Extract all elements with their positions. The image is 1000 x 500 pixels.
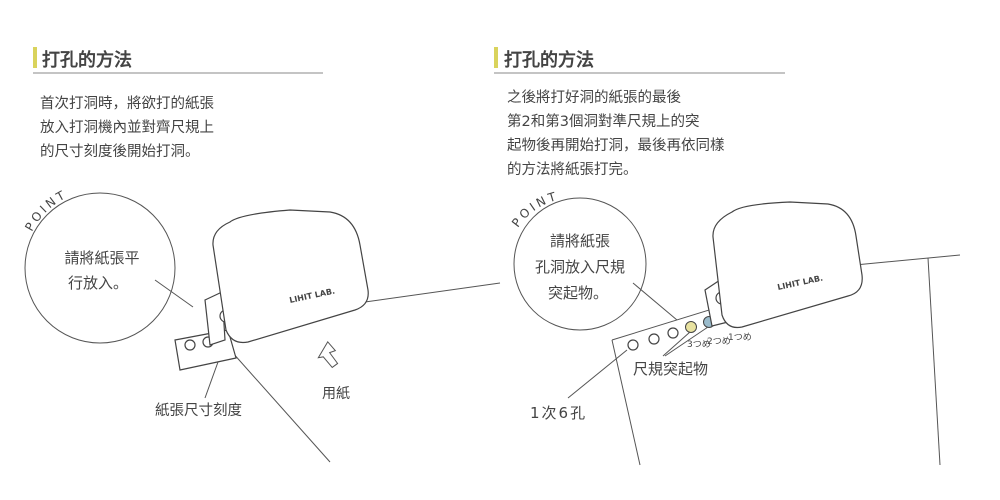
- ruler-protrusion: [685, 321, 697, 333]
- right-title: 打孔的方法: [504, 49, 594, 71]
- point-label: POINT: [509, 189, 560, 230]
- paper-edge: [231, 351, 331, 463]
- right-text-line: 之後將打好洞的紙張的最後: [507, 89, 681, 106]
- point-circle: [24, 192, 176, 344]
- point-text: 請將紙張: [550, 232, 610, 250]
- mark-3: 3つめ: [687, 339, 711, 350]
- paper-edge: [364, 282, 501, 303]
- leader-line: [567, 349, 628, 399]
- arrow-icon: [317, 340, 339, 369]
- mark-2: 2つめ: [707, 336, 731, 347]
- point-text: 請將紙張平: [64, 249, 139, 267]
- left-text-line: 的尺寸刻度後開始打洞。: [40, 143, 200, 160]
- device-body: [212, 209, 369, 344]
- point-text: 突起物。: [548, 284, 608, 302]
- hole-punch-device: LIHIT LAB.: [174, 209, 501, 463]
- right-panel: 打孔的方法 之後將打好洞的紙張的最後 第2和第3個洞對準尺規上的突 起物後再開始…: [494, 47, 961, 466]
- mark-1: 1つめ: [728, 332, 752, 343]
- leader-line: [154, 279, 194, 308]
- label-scale: 紙張尺寸刻度: [155, 402, 242, 419]
- left-panel: 打孔的方法 首次打洞時，將欲打的紙張 放入打洞機內並對齊尺規上 的尺寸刻度後開始…: [22, 47, 501, 463]
- title-accent-bar: [33, 47, 37, 68]
- left-text-line: 首次打洞時，將欲打的紙張: [40, 95, 214, 112]
- left-title: 打孔的方法: [42, 49, 132, 71]
- paper-hole: [648, 333, 660, 345]
- device-body: [712, 201, 863, 329]
- label-protrusion: 尺規突起物: [633, 360, 708, 378]
- leader-line: [204, 361, 219, 399]
- point-text: 孔洞放入尺規: [535, 258, 625, 276]
- paper-hole: [627, 339, 639, 351]
- paper-hole: [667, 327, 679, 339]
- point-circle: [513, 197, 647, 331]
- leader-line: [662, 331, 691, 357]
- left-text-line: 放入打洞機內並對齊尺規上: [40, 118, 214, 136]
- leader-line: [664, 326, 709, 357]
- label-holes: 1次6孔: [530, 404, 587, 422]
- label-paper: 用紙: [322, 386, 350, 402]
- point-label: POINT: [22, 187, 69, 234]
- title-accent-bar: [494, 47, 498, 68]
- hole-punch-device: LIHIT LAB. 3つめ 2つめ 1つめ: [611, 201, 961, 466]
- ruler-guide: [174, 329, 237, 371]
- right-text-line: 第2和第3個洞對準尺規上的突: [507, 112, 699, 130]
- leader-line: [632, 282, 678, 321]
- point-text: 行放入。: [68, 274, 128, 292]
- right-text-line: 起物後再開始打洞，最後再依同樣: [507, 137, 725, 154]
- right-text-line: 的方法將紙張打完。: [507, 161, 638, 178]
